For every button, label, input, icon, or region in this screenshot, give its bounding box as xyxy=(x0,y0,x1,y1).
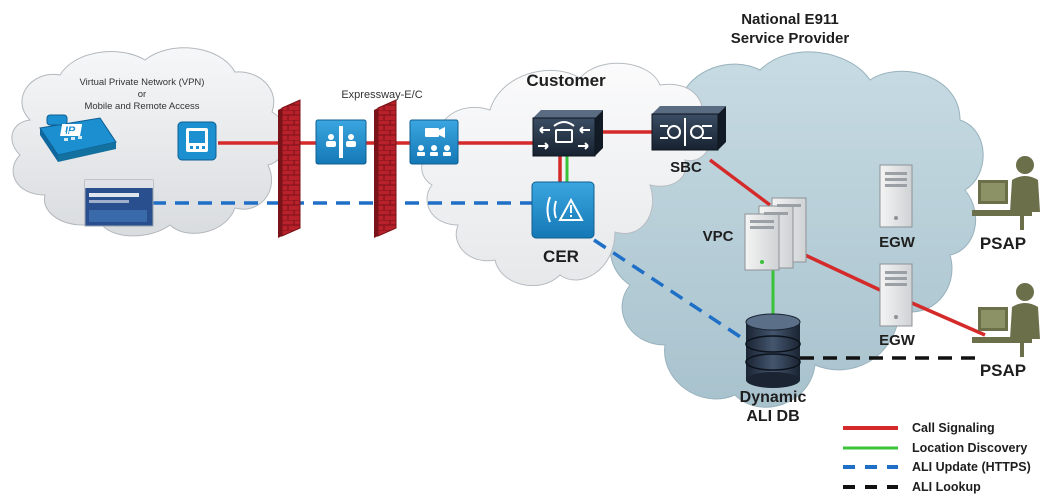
vpc-label: VPC xyxy=(703,228,734,245)
video-phone-icon[interactable] xyxy=(177,121,217,161)
legend-label-ali-update: ALI Update (HTTPS) xyxy=(912,460,1031,474)
sbc-label: SBC xyxy=(670,159,702,176)
ali-db-label-line1: Dynamic xyxy=(740,389,807,406)
customer-label: Customer xyxy=(526,71,606,90)
psap-operator-icon-2[interactable] xyxy=(972,283,1040,357)
egw-server-icon-2[interactable] xyxy=(879,263,913,327)
legend: Call Signaling Location Discovery ALI Up… xyxy=(843,421,1031,494)
cer-icon[interactable] xyxy=(531,181,595,239)
egw-label-2: EGW xyxy=(879,332,916,349)
link-egw-to-psap xyxy=(904,298,986,337)
psap-label-1: PSAP xyxy=(980,234,1026,253)
ip-phone-icon[interactable]: IP xyxy=(39,114,117,162)
provider-label-line1: National E911 xyxy=(741,11,839,28)
psap-label-2: PSAP xyxy=(980,361,1026,380)
link-vpc-to-egw xyxy=(804,253,881,292)
legend-label-ali-lookup: ALI Lookup xyxy=(912,480,981,494)
remote-label-line3: Mobile and Remote Access xyxy=(84,101,199,112)
expressway-e-icon[interactable] xyxy=(315,119,367,165)
firewall-icon-right xyxy=(374,99,397,238)
softphone-icon[interactable] xyxy=(84,179,154,227)
ali-db-label-line2: ALI DB xyxy=(746,408,799,425)
firewall-icon-left xyxy=(278,99,301,238)
ali-update-links xyxy=(152,201,746,342)
remote-access-cloud xyxy=(11,47,288,237)
database-icon[interactable] xyxy=(745,313,801,388)
egw-server-icon-1[interactable] xyxy=(879,164,913,228)
call-signaling-links xyxy=(218,130,986,337)
remote-label-line2: or xyxy=(138,89,146,100)
expressway-label: Expressway-E/C xyxy=(341,89,422,101)
egw-label-1: EGW xyxy=(879,234,916,251)
sbc-icon[interactable] xyxy=(651,106,726,151)
provider-label-line2: Service Provider xyxy=(731,30,850,47)
expressway-c-icon[interactable] xyxy=(409,119,459,165)
remote-labels: Virtual Private Network (VPN) or Mobile … xyxy=(80,77,205,112)
remote-label-line1: Virtual Private Network (VPN) xyxy=(80,77,205,88)
location-discovery-links xyxy=(565,155,775,315)
call-manager-icon[interactable] xyxy=(532,110,603,157)
legend-label-location-discovery: Location Discovery xyxy=(912,441,1027,455)
link-cer-to-db xyxy=(593,238,746,342)
psap-operator-icon-1[interactable] xyxy=(972,156,1040,230)
legend-label-call-signaling: Call Signaling xyxy=(912,421,995,435)
link-sbc-to-vpc xyxy=(708,158,772,207)
vpc-server-icon[interactable] xyxy=(744,197,807,271)
cer-label: CER xyxy=(543,247,579,266)
